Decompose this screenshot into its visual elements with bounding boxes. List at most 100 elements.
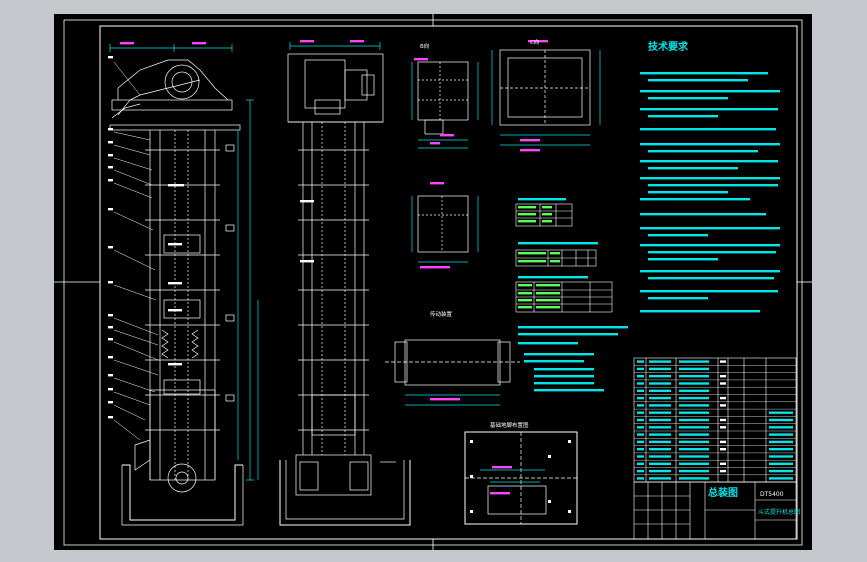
table-cell-text [536,292,560,295]
part-balloon-number [108,179,113,182]
requirement-text-line [640,160,778,163]
table-cell-text [536,306,560,309]
parts-list-cell [769,418,793,422]
parts-list-cell [649,367,671,371]
parts-list-cell [769,440,793,444]
requirement-text-line [640,310,760,313]
dimension-text [192,42,206,45]
part-balloon-number [108,374,113,377]
table-cell-text [542,213,552,216]
parts-list-cell [637,448,644,451]
requirement-text-line [648,191,728,194]
parts-list-cell [679,375,709,378]
table-cell-text [518,260,546,263]
parts-list-cell [649,382,671,385]
requirement-text-line [648,258,718,261]
table-cell-text [536,299,560,302]
parts-list-cell [649,404,671,407]
parts-list-cell [679,448,709,451]
parts-list-cell [649,360,671,363]
side-elevation-view [279,42,411,526]
parameter-note-line [524,353,594,356]
view-c [491,49,601,146]
parts-list-cell [637,382,644,385]
drive-unit-view [385,339,520,406]
table-cell-text [518,220,536,223]
dimension-text [430,182,444,185]
part-balloon-number [108,56,113,59]
parts-list-cell [769,411,793,414]
parts-list-cell [679,440,709,444]
section-note [168,309,182,312]
parts-list-cell [679,411,709,414]
part-balloon-number [108,401,113,404]
table-cell-text [518,284,532,287]
parameter-tables [515,203,613,313]
section-note [300,200,314,203]
part-balloon-number [108,338,113,341]
parts-list-cell [679,462,709,465]
parts-list-cell [769,448,793,451]
parts-list-cell [720,382,726,385]
parts-list-cell [720,396,726,400]
requirement-text-line [640,128,776,131]
dimension-text [430,398,460,401]
part-balloon-number [108,246,113,249]
parts-list-cell [637,455,644,458]
requirement-text-line [648,167,738,170]
parameter-note-line [524,360,584,363]
view-a [411,195,479,263]
parts-list-cell [720,360,726,363]
parts-list-cell [769,462,793,465]
parts-list-cell [769,455,793,458]
parts-list-cell [679,404,709,407]
part-balloon-number [108,388,113,391]
requirement-text-line [640,244,780,247]
parts-list-cell [637,411,644,414]
table-cell-text [518,306,532,309]
parts-list-cell [720,440,726,444]
parts-list-cell [679,455,709,458]
parts-list-cell [720,462,726,465]
part-balloon-number [108,356,113,359]
parts-list-cell [649,440,671,444]
parts-list-cell [679,477,709,480]
foundation-layout-view [464,431,578,525]
parts-list-cell [637,426,644,429]
part-balloon-number [108,166,113,169]
dimension-text [350,40,364,43]
table-cell-text [550,260,560,263]
requirement-text-line [648,150,758,153]
parameter-note-line [534,375,594,378]
parts-list-cell [637,418,644,422]
parts-list-cell [637,389,644,392]
requirement-text-line [640,90,780,93]
parts-list-cell [720,426,726,429]
parts-list-cell [649,375,671,378]
part-balloon-number [108,416,113,419]
parts-list-cell [679,367,709,371]
parameter-note-line [518,342,578,345]
parts-list-cell [649,418,671,422]
dimension-text [300,40,314,43]
parts-list-cell [679,426,709,429]
requirement-text-line [648,277,774,280]
part-balloon-number [108,314,113,317]
parameter-note-line [534,382,594,385]
requirement-text-line [648,184,778,187]
part-balloon-number [108,128,113,131]
requirement-text-line [640,72,768,75]
parts-list-cell [679,433,709,436]
foundation-layout-label: 基础地脚布置图 [490,421,529,429]
requirement-text-line [640,177,780,180]
parts-list-cell [769,477,793,480]
view-b [411,61,479,149]
requirement-text-line [640,227,780,230]
title-block-main-title: 总装图 [708,486,738,499]
requirement-text-line [648,115,718,118]
parts-list-cell [649,477,671,480]
requirement-text-line [640,108,778,111]
parts-list-cell [649,469,671,473]
table-cell-text [518,252,546,255]
